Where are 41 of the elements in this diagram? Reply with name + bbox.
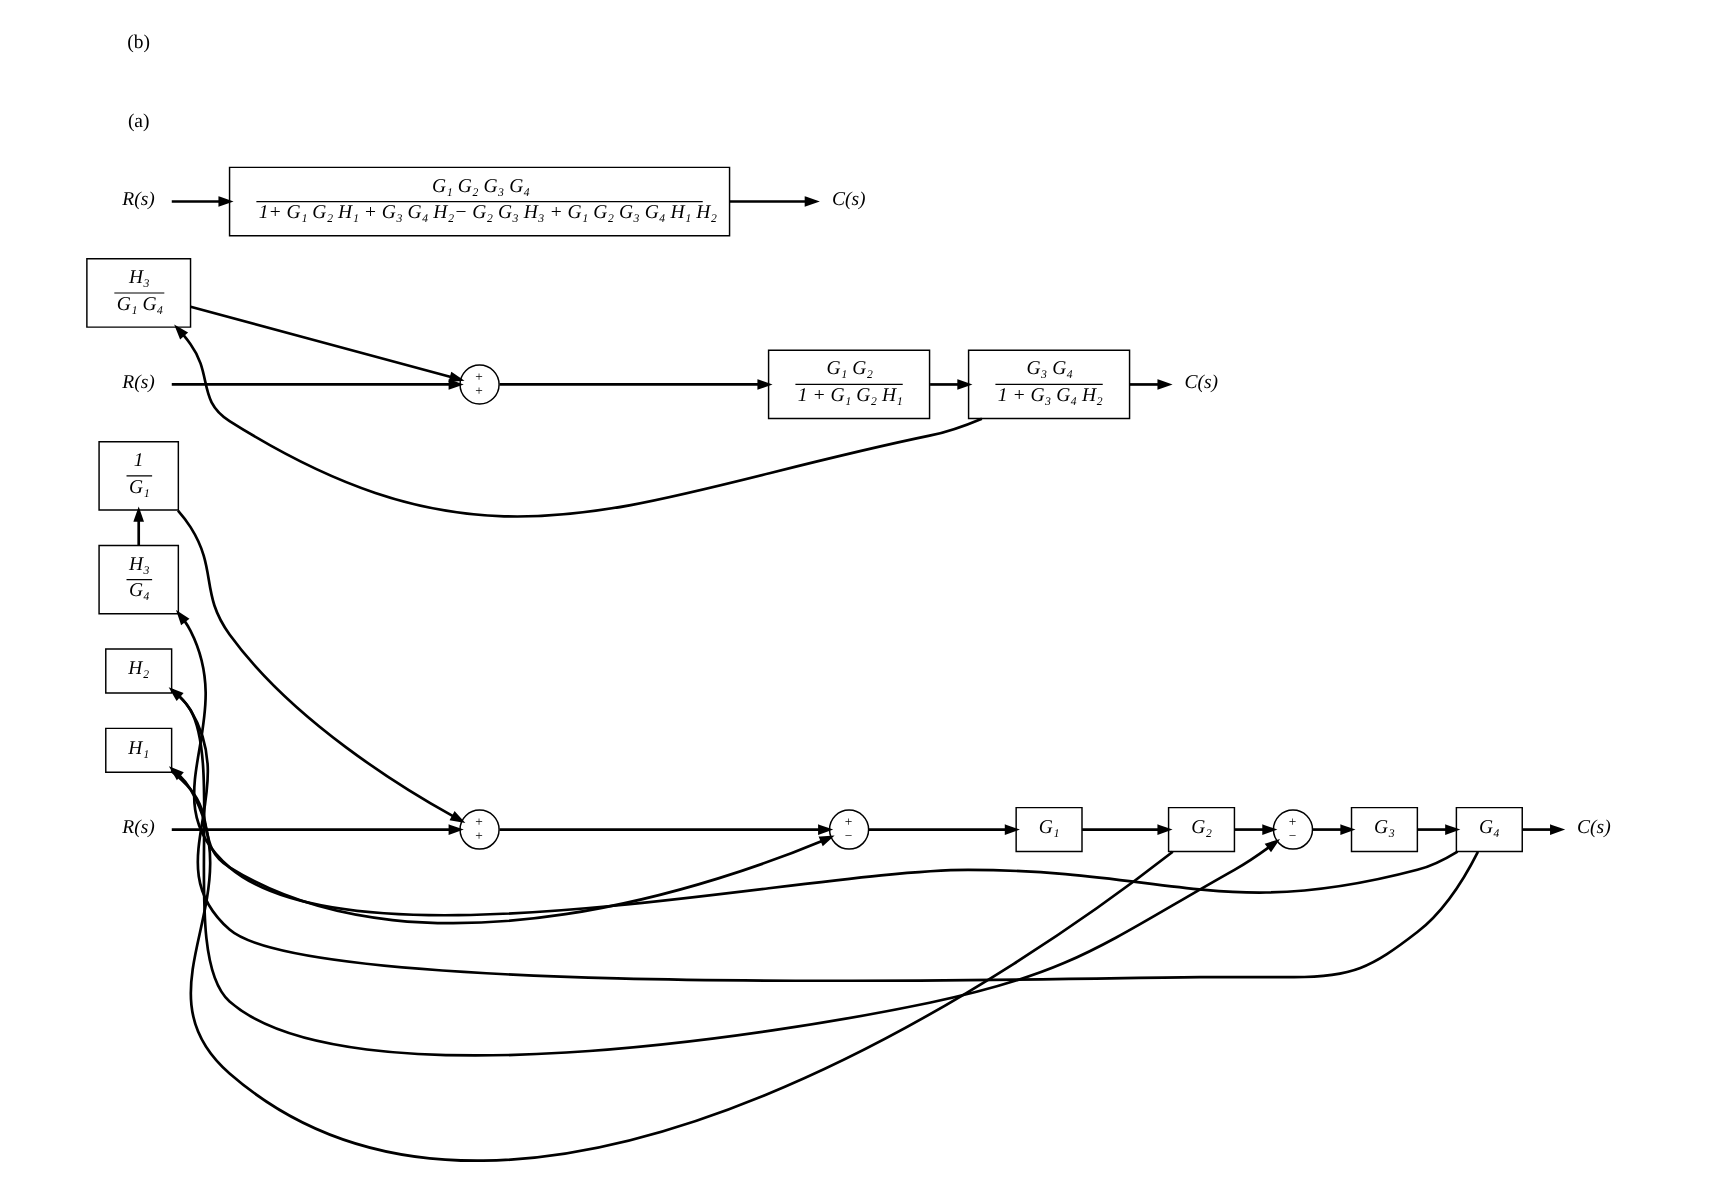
node-box: H₃ G₄	[98, 544, 180, 615]
node-box: H₁	[105, 727, 173, 773]
node-box: G₁	[1015, 806, 1083, 853]
arrow	[171, 196, 234, 207]
node-box: H₃ G₁ G₄	[86, 258, 192, 328]
arrow	[190, 305, 465, 382]
arrow	[499, 379, 773, 390]
node-box: G₃ G₄ 1 + G₃ G₄ H₂	[967, 349, 1131, 420]
arrow	[1129, 379, 1173, 390]
arrow	[171, 770, 835, 925]
node-text: C(s)	[832, 188, 866, 211]
label: (a)	[127, 110, 150, 133]
arrow	[1312, 824, 1356, 835]
node-box: G₁ G₂ 1 + G₁ G₂ H₁	[767, 349, 931, 420]
node-box: G₂	[1167, 806, 1236, 853]
arrow	[176, 609, 1459, 917]
arrow	[499, 824, 834, 835]
arrow	[176, 509, 466, 823]
arrow	[1082, 824, 1173, 835]
arrow	[1522, 824, 1566, 835]
arrow	[1417, 824, 1461, 835]
arrow	[174, 324, 983, 518]
arrow	[171, 379, 464, 390]
arrow	[868, 824, 1020, 835]
node-box: G₁ G₂ G₃ G₄ 1+ G₁ G₂ H₁ + G₃ G₄ H₂− G₂ G₃ H₃ + G₁ G₂ G₃ G₄ H₁ H₂	[228, 166, 731, 237]
arrow	[133, 506, 144, 546]
node-box: H₂	[105, 648, 173, 694]
arrow	[729, 196, 820, 207]
node-box: G₄	[1455, 806, 1523, 853]
arrow	[171, 824, 464, 835]
node-text: C(s)	[1577, 816, 1611, 839]
node-text: R(s)	[122, 816, 155, 839]
arrow	[171, 688, 1280, 1057]
node-text: C(s)	[1184, 371, 1219, 394]
arrow	[1234, 824, 1278, 835]
node-text: R(s)	[122, 188, 155, 211]
node-box: 1 G₁	[98, 441, 180, 511]
label: (b)	[127, 31, 151, 54]
node-text: R(s)	[122, 371, 155, 394]
node-box: G₃	[1350, 806, 1419, 853]
arrow	[930, 379, 973, 390]
